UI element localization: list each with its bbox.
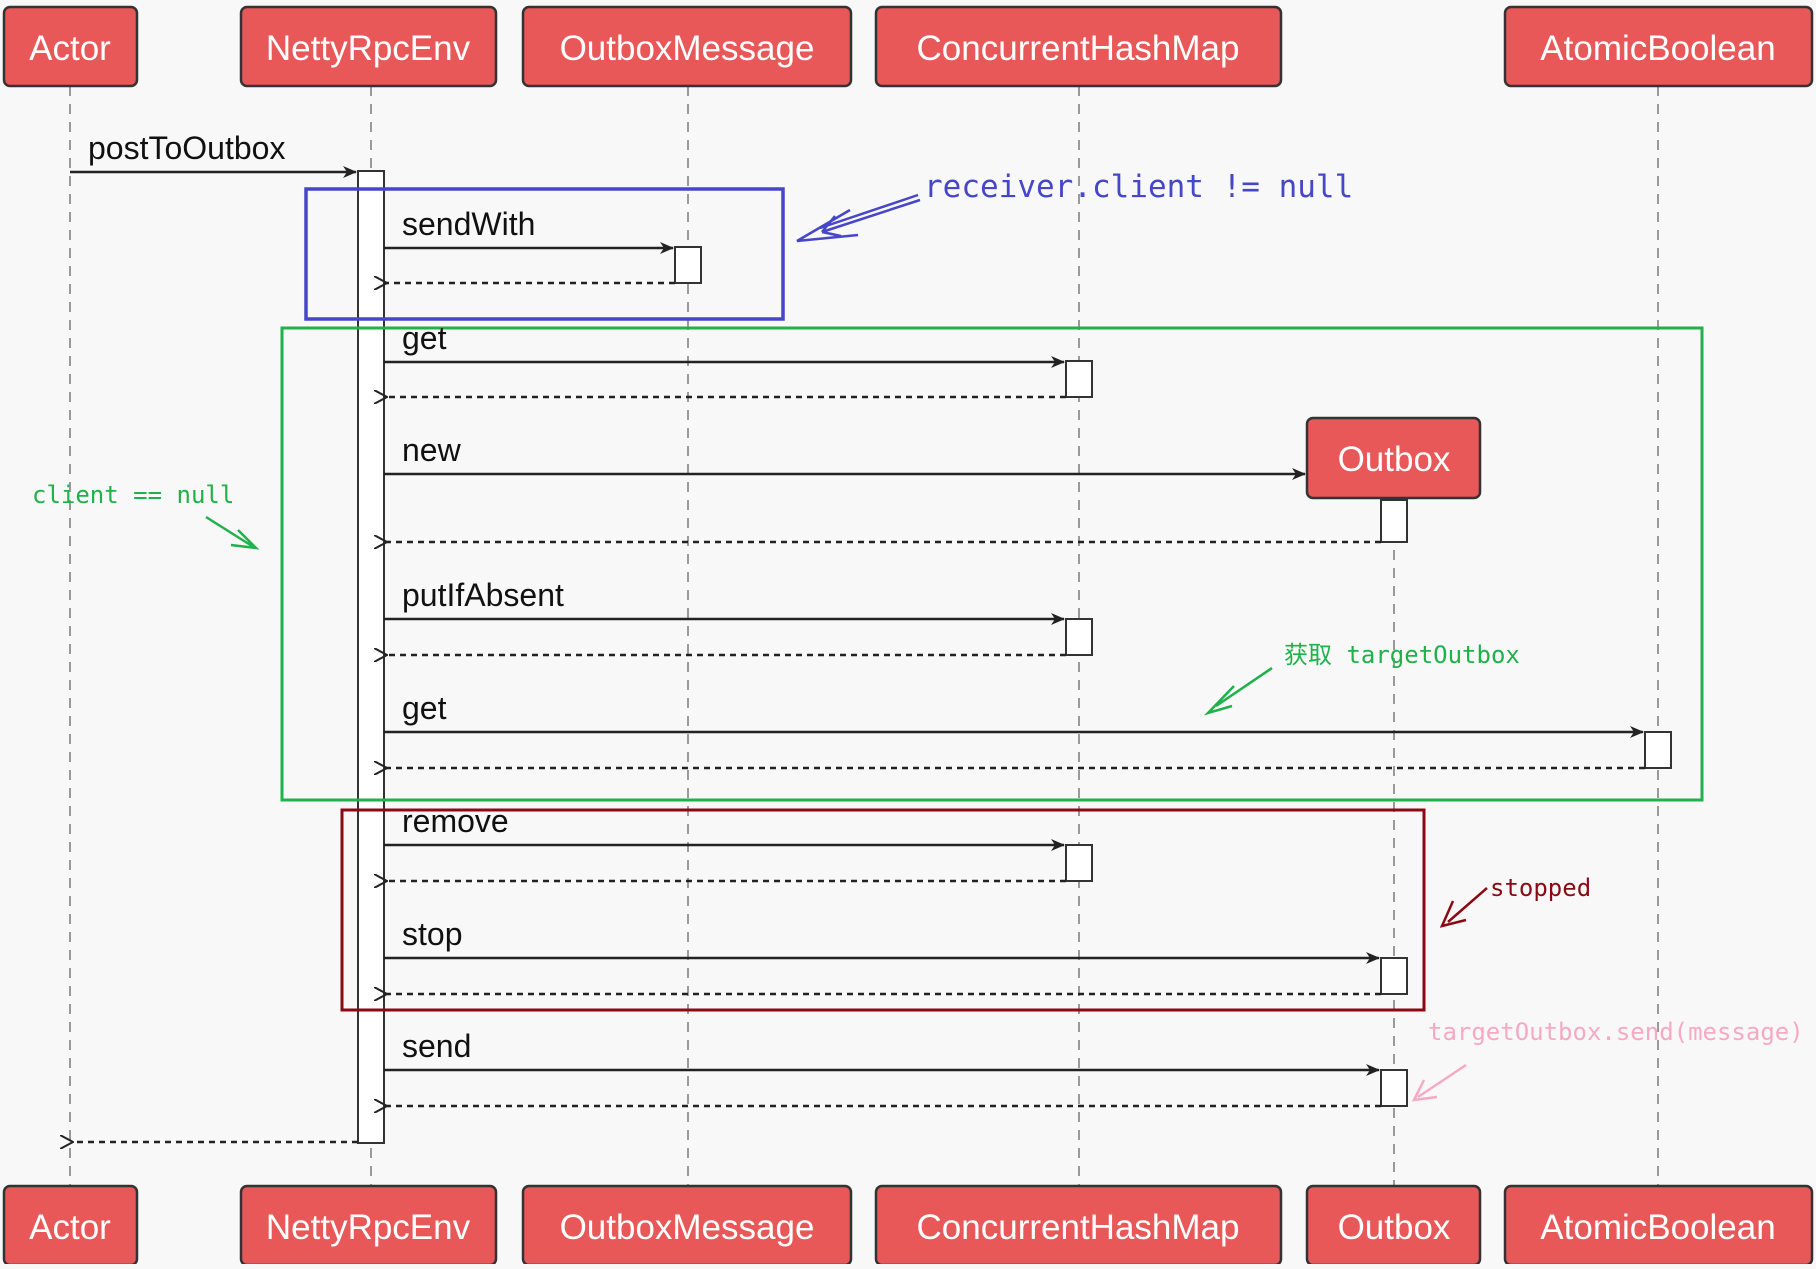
activations (357, 170, 1672, 1144)
annotation-client-null: client == null (32, 481, 234, 509)
message-label-putifabsent: putIfAbsent (402, 577, 564, 613)
participant-chm-bottom: ConcurrentHashMap (874, 1184, 1283, 1267)
annotation-arrow-target (1203, 666, 1273, 716)
activation-outboxmsg-sendwith (674, 246, 702, 284)
annotation-arrow-red (1439, 887, 1488, 928)
annotation-stopped: stopped (1490, 874, 1591, 902)
message-label-stop: stop (402, 916, 462, 952)
activation-chm-remove (1065, 844, 1093, 882)
participant-label: Outbox (1338, 440, 1451, 479)
participant-atomic-top: AtomicBoolean (1503, 5, 1814, 88)
participant-label: Actor (29, 1208, 111, 1247)
participant-label: OutboxMessage (560, 29, 815, 68)
group-frame-green (280, 326, 1704, 802)
messages (70, 166, 1645, 1142)
activation-outbox-new (1380, 499, 1408, 543)
participant-label: NettyRpcEnv (266, 1208, 471, 1247)
message-label-posttooutbox: postToOutbox (88, 130, 285, 166)
message-label-send: send (402, 1028, 471, 1064)
participant-label: Outbox (1338, 1208, 1451, 1247)
activation-chm-get (1065, 360, 1093, 398)
participant-outbox-created: Outbox (1305, 416, 1482, 500)
participant-label: NettyRpcEnv (266, 29, 471, 68)
message-label-get-chm: get (402, 320, 447, 356)
participant-label: Actor (29, 29, 111, 68)
annotation-arrow-blue (819, 193, 921, 238)
activation-outbox-stop (1380, 957, 1408, 995)
participant-netty-bottom: NettyRpcEnv (239, 1184, 498, 1267)
participant-atomic-bottom: AtomicBoolean (1503, 1184, 1814, 1267)
annotation-target-outbox: 获取 targetOutbox (1203, 641, 1520, 716)
participant-actor-bottom: Actor (2, 1184, 139, 1267)
participant-label: ConcurrentHashMap (917, 29, 1240, 68)
message-label-get-atomic: get (402, 690, 447, 726)
annotation-arrow-green (205, 515, 260, 550)
participant-label: ConcurrentHashMap (917, 1208, 1240, 1247)
annotation-target-outbox-text: 获取 targetOutbox (1284, 641, 1520, 669)
participants-top: Actor NettyRpcEnv OutboxMessage Concurre… (2, 5, 1814, 500)
participant-outboxmsg-top: OutboxMessage (521, 5, 853, 88)
participant-chm-top: ConcurrentHashMap (874, 5, 1283, 88)
activation-outbox-send (1380, 1069, 1408, 1107)
annotation-blue: receiver.client != null (796, 169, 1353, 243)
participant-label: OutboxMessage (560, 1208, 815, 1247)
lifelines (69, 86, 1659, 1186)
participants-bottom: Actor NettyRpcEnv OutboxMessage Concurre… (2, 1184, 1814, 1267)
participant-label: AtomicBoolean (1540, 1208, 1775, 1247)
annotation-red: stopped (1439, 874, 1591, 928)
annotation-send-message: targetOutbox.send(message) (1428, 1018, 1804, 1046)
annotation-send: targetOutbox.send(message) (1411, 1018, 1804, 1102)
activation-atomic-get (1644, 731, 1672, 769)
message-label-sendwith: sendWith (402, 206, 535, 242)
open-arrow-head-blue (796, 208, 859, 243)
activation-netty (357, 170, 385, 1144)
participant-netty-top: NettyRpcEnv (239, 5, 498, 88)
participant-label: AtomicBoolean (1540, 29, 1775, 68)
annotation-receiver-client: receiver.client != null (924, 169, 1353, 205)
message-label-remove: remove (402, 803, 509, 839)
activation-chm-putifabsent (1065, 618, 1093, 656)
annotation-green: client == null (32, 481, 260, 550)
participant-outbox-bottom: Outbox (1305, 1184, 1482, 1267)
group-frame-blue (304, 187, 785, 321)
message-label-new: new (402, 432, 462, 468)
participant-actor-top: Actor (2, 5, 139, 88)
annotation-arrow-send (1411, 1063, 1467, 1102)
group-frame-red (340, 808, 1426, 1012)
participant-outboxmsg-bottom: OutboxMessage (521, 1184, 853, 1267)
